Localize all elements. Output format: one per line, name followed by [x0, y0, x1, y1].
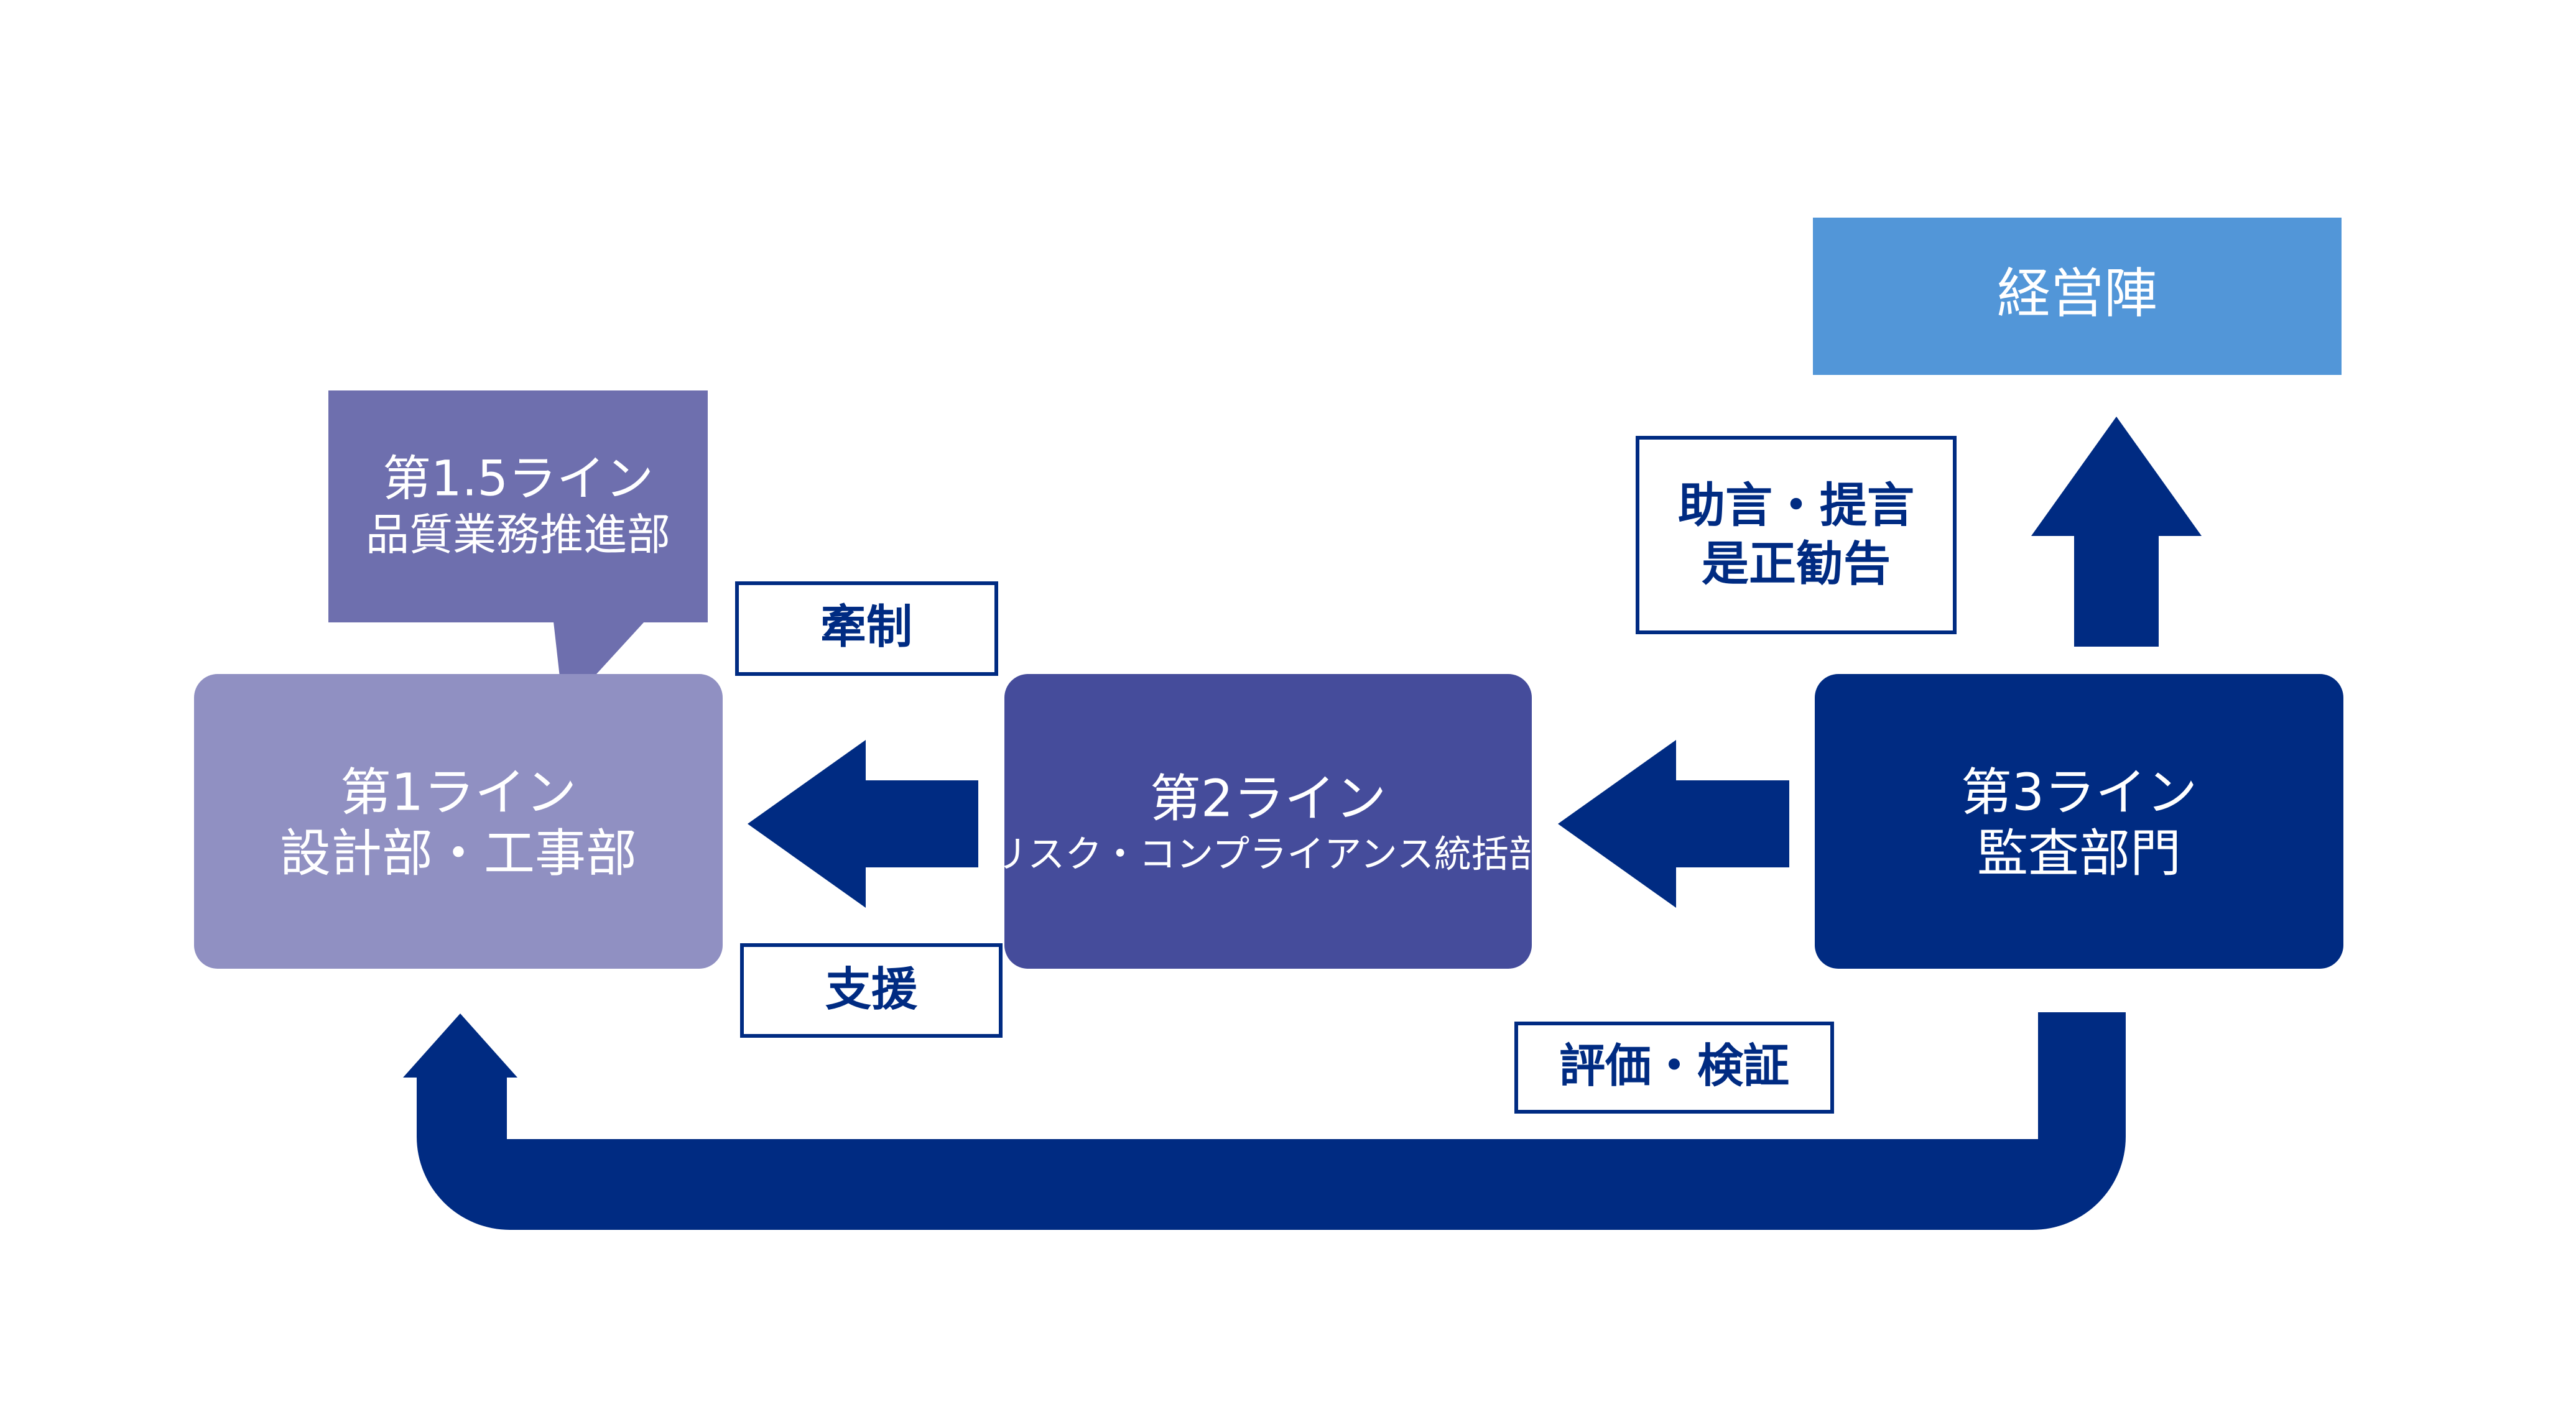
- line15-subtitle: 品質業務推進部: [366, 509, 670, 560]
- line15-callout: 第1.5ライン 品質業務推進部: [328, 390, 708, 710]
- support-label-box: [740, 943, 1003, 1038]
- line1-node: 第1ライン 設計部・工事部: [194, 674, 723, 969]
- management-label: 経営陣: [1997, 262, 2157, 325]
- management-node: 経営陣: [1813, 218, 2342, 375]
- restraint-label-box: [735, 581, 998, 676]
- arrow-line2-to-line1: [748, 740, 978, 908]
- evaluation-label-text: 評価・検証: [1559, 1040, 1789, 1093]
- line1-title: 第1ライン: [340, 763, 577, 822]
- arrow-line3-to-management: [2031, 417, 2202, 647]
- advice-label-line1: 助言・提言: [1678, 478, 1914, 533]
- line15-title: 第1.5ライン: [382, 451, 654, 507]
- advice-label-line2: 是正勧告: [1702, 536, 1891, 591]
- line3-node: 第3ライン 監査部門: [1815, 674, 2343, 969]
- arrow-line3-to-line2: [1558, 740, 1789, 908]
- management-box: [1813, 218, 2342, 375]
- support-label: 支援: [740, 943, 1003, 1038]
- line2-subtitle: リスク・コンプライアンス統括部: [990, 833, 1545, 877]
- evaluation-label-box: [1514, 1022, 1834, 1114]
- restraint-label-text: 牽制: [820, 601, 912, 654]
- line1-subtitle: 設計部・工事部: [280, 824, 637, 883]
- line2-box: [1004, 674, 1532, 969]
- advice-label-box: [1636, 436, 1957, 634]
- support-label-text: 支援: [825, 963, 918, 1017]
- line3-box: [1815, 674, 2343, 969]
- arrow-line3-to-line1-return: [403, 1012, 2126, 1230]
- advice-label: 助言・提言 是正勧告: [1636, 436, 1957, 634]
- line1-box: [194, 674, 723, 969]
- line2-title: 第2ライン: [1150, 769, 1386, 828]
- line3-subtitle: 監査部門: [1977, 824, 2181, 883]
- line15-box: [328, 390, 708, 622]
- restraint-label: 牽制: [735, 581, 998, 676]
- line2-node: 第2ライン リスク・コンプライアンス統括部: [990, 674, 1546, 969]
- line3-title: 第3ライン: [1961, 763, 2197, 822]
- evaluation-label: 評価・検証: [1514, 1022, 1834, 1114]
